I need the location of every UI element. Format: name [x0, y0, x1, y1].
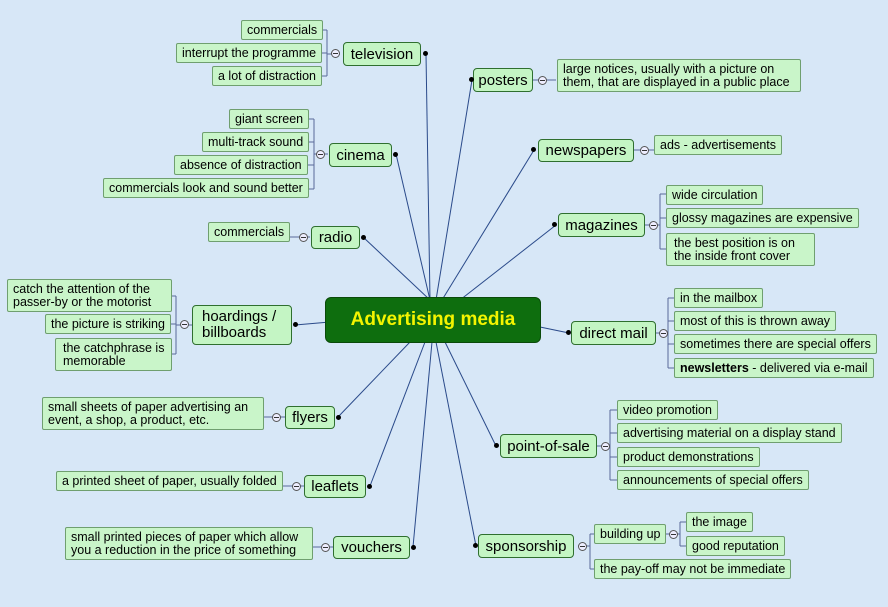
- connector-dot: [367, 484, 372, 489]
- collapse-toggle-icon[interactable]: [601, 442, 610, 451]
- leaf-pos-1[interactable]: video promotion: [617, 400, 718, 420]
- collapse-toggle-icon[interactable]: [538, 76, 547, 85]
- leaf-flyers-1[interactable]: small sheets of paper advertising an eve…: [42, 397, 264, 430]
- connector-dot: [293, 322, 298, 327]
- leaf-pos-4[interactable]: announcements of special offers: [617, 470, 809, 490]
- newsletters-rest-text: - delivered via e-mail: [748, 360, 868, 375]
- topic-television[interactable]: television: [343, 42, 421, 66]
- leaf-pos-2[interactable]: advertising material on a display stand: [617, 423, 842, 443]
- leaf-magazines-3[interactable]: the best position is on the inside front…: [666, 233, 815, 266]
- collapse-toggle-icon[interactable]: [316, 150, 325, 159]
- topic-leaflets[interactable]: leaflets: [304, 475, 366, 498]
- leaf-leaflets-1[interactable]: a printed sheet of paper, usually folded: [56, 471, 283, 491]
- leaf-sponsorship-image[interactable]: the image: [686, 512, 753, 532]
- connector-dot: [411, 545, 416, 550]
- connector-dot: [361, 235, 366, 240]
- collapse-toggle-icon[interactable]: [272, 413, 281, 422]
- collapse-toggle-icon[interactable]: [180, 320, 189, 329]
- topic-cinema[interactable]: cinema: [329, 143, 392, 167]
- collapse-toggle-icon[interactable]: [331, 49, 340, 58]
- leaf-posters-1[interactable]: large notices, usually with a picture on…: [557, 59, 801, 92]
- collapse-toggle-icon[interactable]: [659, 329, 668, 338]
- connector-dot: [566, 330, 571, 335]
- leaf-pos-3[interactable]: product demonstrations: [617, 447, 760, 467]
- connector-dot: [469, 77, 474, 82]
- collapse-toggle-icon[interactable]: [578, 542, 587, 551]
- leaf-sponsorship-building-up[interactable]: building up: [594, 524, 667, 544]
- leaf-directmail-3[interactable]: sometimes there are special offers: [674, 334, 877, 354]
- topic-radio[interactable]: radio: [311, 226, 360, 249]
- topic-direct-mail[interactable]: direct mail: [571, 321, 656, 345]
- collapse-toggle-icon[interactable]: [640, 146, 649, 155]
- connector-dot: [552, 222, 557, 227]
- leaf-hoardings-2[interactable]: the picture is striking: [45, 314, 171, 334]
- leaf-cinema-3[interactable]: absence of distraction: [174, 155, 308, 175]
- leaf-directmail-2[interactable]: most of this is thrown away: [674, 311, 837, 331]
- leaf-hoardings-1[interactable]: catch the attention of the passer-by or …: [7, 279, 172, 312]
- topic-hoardings-billboards[interactable]: hoardings / billboards: [192, 305, 292, 345]
- collapse-toggle-icon[interactable]: [669, 530, 678, 539]
- connector-dot: [336, 415, 341, 420]
- collapse-toggle-icon[interactable]: [321, 543, 330, 552]
- collapse-toggle-icon[interactable]: [649, 221, 658, 230]
- connector-dot: [531, 147, 536, 152]
- leaf-directmail-1[interactable]: in the mailbox: [674, 288, 764, 308]
- topic-point-of-sale[interactable]: point-of-sale: [500, 434, 597, 458]
- leaf-cinema-1[interactable]: giant screen: [229, 109, 310, 129]
- topic-vouchers[interactable]: vouchers: [333, 536, 410, 559]
- leaf-hoardings-3[interactable]: the catchphrase is memorable: [55, 338, 172, 371]
- leaf-radio-1[interactable]: commercials: [208, 222, 291, 242]
- connector-dot: [494, 443, 499, 448]
- connector-dot: [423, 51, 428, 56]
- collapse-toggle-icon[interactable]: [299, 233, 308, 242]
- leaf-television-3[interactable]: a lot of distraction: [212, 66, 322, 86]
- leaf-sponsorship-payoff[interactable]: the pay-off may not be immediate: [594, 559, 792, 579]
- topic-newspapers[interactable]: newspapers: [538, 139, 634, 162]
- leaf-cinema-2[interactable]: multi-track sound: [202, 132, 310, 152]
- leaf-directmail-4[interactable]: newsletters - delivered via e-mail: [674, 358, 874, 378]
- topic-flyers[interactable]: flyers: [285, 406, 335, 429]
- connector-dot: [393, 152, 398, 157]
- central-topic[interactable]: Advertising media: [325, 297, 541, 343]
- topic-magazines[interactable]: magazines: [558, 213, 645, 237]
- leaf-television-2[interactable]: interrupt the programme: [176, 43, 323, 63]
- leaf-cinema-4[interactable]: commercials look and sound better: [103, 178, 309, 198]
- topic-sponsorship[interactable]: sponsorship: [478, 534, 574, 558]
- newsletters-bold-text: newsletters: [680, 360, 749, 375]
- topic-posters[interactable]: posters: [473, 68, 533, 92]
- collapse-toggle-icon[interactable]: [292, 482, 301, 491]
- leaf-television-1[interactable]: commercials: [241, 20, 324, 40]
- leaf-newspapers-1[interactable]: ads - advertisements: [654, 135, 783, 155]
- leaf-sponsorship-reputation[interactable]: good reputation: [686, 536, 785, 556]
- connector-dot: [473, 543, 478, 548]
- leaf-magazines-1[interactable]: wide circulation: [666, 185, 764, 205]
- leaf-magazines-2[interactable]: glossy magazines are expensive: [666, 208, 859, 228]
- leaf-vouchers-1[interactable]: small printed pieces of paper which allo…: [65, 527, 313, 560]
